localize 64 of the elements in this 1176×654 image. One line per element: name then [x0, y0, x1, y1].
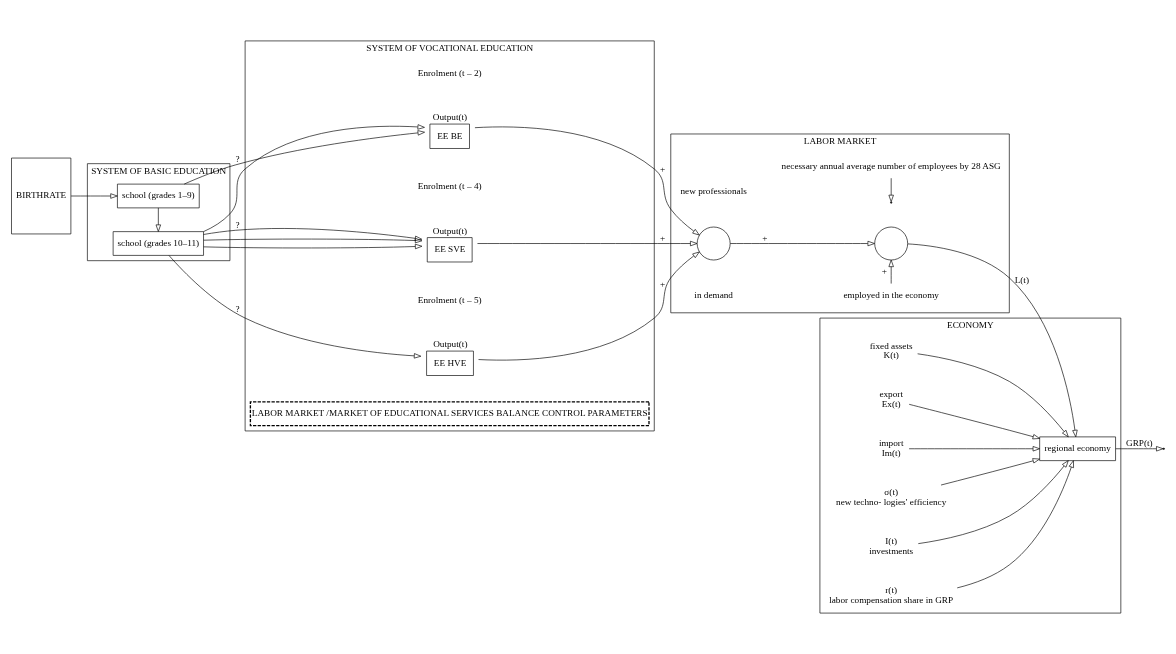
arrow [917, 353, 1069, 438]
edge-label: + [762, 233, 768, 244]
arrow [729, 240, 875, 247]
arrow [956, 460, 1074, 589]
label: Enrolment (t – 5) [417, 294, 482, 305]
node-label: Output(t) [432, 112, 468, 123]
node-box: EE SVE [426, 237, 473, 263]
node-box: regional economy [1039, 436, 1116, 461]
node-text: Ex(t) [881, 399, 901, 410]
node-text: necessary annual average number of employees by 28 ASG [781, 160, 1001, 171]
arrow [940, 458, 1040, 486]
node-box: BIRTHRATE [11, 157, 72, 235]
node-text: K(t) [883, 350, 899, 361]
node-label: Output(t) [433, 339, 468, 350]
arrow [1115, 446, 1164, 452]
node-text: σ(t) [884, 487, 899, 498]
edge-label: + [659, 279, 666, 290]
edge-label: GRP(t) [1126, 438, 1153, 449]
node-circle [696, 226, 731, 261]
node-box: EE BE [429, 123, 470, 149]
edge-label: + [659, 233, 666, 244]
node-label: export [879, 389, 903, 400]
arrow [155, 207, 161, 232]
edge-label: + [659, 164, 666, 175]
arrow [888, 259, 894, 284]
edge-label: ? [235, 303, 240, 314]
node-text: employed in the economy [843, 290, 939, 301]
label: Enrolment (t – 2) [417, 67, 482, 78]
edge-label: L(t) [1014, 274, 1030, 285]
arrow [183, 130, 425, 185]
node-label: investments [869, 545, 914, 556]
node-circle [874, 226, 908, 261]
arrow [474, 126, 700, 236]
arrow [203, 243, 423, 250]
arrow [203, 237, 423, 244]
node-label: fixed assets [869, 340, 913, 351]
node-label: import [878, 438, 904, 449]
node-box: EE HVE [426, 350, 474, 376]
node-text: r(t) [885, 584, 898, 595]
arrow [203, 124, 425, 232]
arrow [168, 255, 422, 359]
arrow [888, 177, 894, 203]
node-text: Im(t) [881, 448, 901, 459]
arrow [203, 228, 423, 241]
node-box: school (grades 10–11) [112, 231, 204, 256]
edge-label: ? [235, 154, 240, 165]
arrow [478, 251, 700, 361]
node-label: Output(t) [432, 225, 468, 236]
arrow [477, 240, 698, 247]
arrow [907, 243, 1078, 438]
node-box: school (grades 1–9) [117, 183, 200, 209]
arrow [908, 404, 1040, 440]
label: in demand [694, 290, 733, 301]
label: Enrolment (t – 4) [417, 181, 482, 192]
label: new professionals [680, 185, 747, 196]
arrow [908, 446, 1040, 452]
edge-label: ? [235, 219, 240, 230]
arrow [70, 193, 118, 199]
edge-label: + [881, 266, 887, 277]
node-box: LABOR MARKET /MARKET OF EDUCATIONAL SERVICES BALANCE CONTROL PARAMETERS [249, 401, 650, 427]
node-text: I(t) [885, 535, 898, 546]
arrow [917, 460, 1069, 544]
node-label: labor compensation share in GRP [829, 594, 954, 605]
node-label: new techno- logies' efficiency [836, 496, 947, 507]
